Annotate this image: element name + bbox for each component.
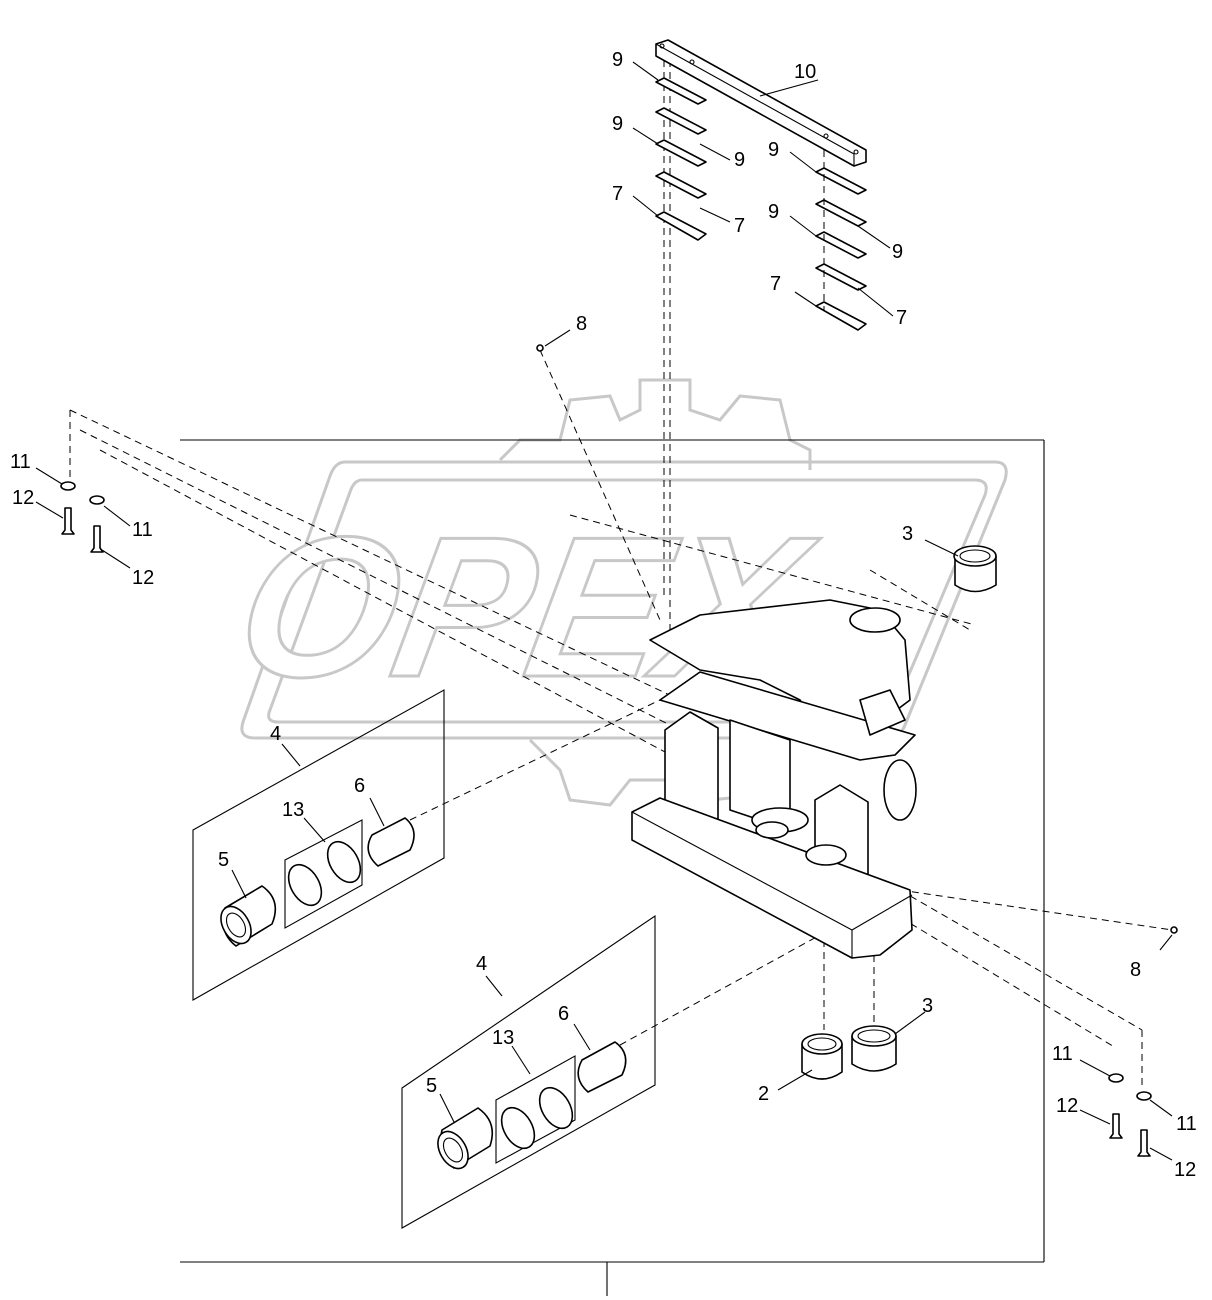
fasteners-right: [1108, 1073, 1152, 1157]
callout-12: 12: [1174, 1159, 1196, 1181]
callout-9: 9: [612, 49, 623, 71]
callout-11: 11: [1052, 1043, 1073, 1065]
callout-labels: 10 9 9 9 9 9 9 7 7 7 7 8 8 3 3 2 4 4 13 …: [10, 49, 1197, 1181]
assembly-lines: [69, 60, 1173, 1090]
callout-4: 4: [270, 723, 281, 745]
kit-4-upper: [192, 689, 445, 1001]
callout-3: 3: [922, 995, 933, 1017]
bushing-3-lower: [851, 1025, 897, 1072]
shim-assembly: [655, 39, 867, 331]
callout-9: 9: [768, 201, 779, 223]
callout-7: 7: [734, 215, 745, 237]
kit-4-lower: [401, 914, 656, 1229]
grease-nipples: [536, 344, 1178, 934]
callout-9: 9: [734, 149, 745, 171]
callout-10: 10: [794, 61, 816, 83]
callout-6: 6: [354, 775, 365, 797]
bushing-3-upper: [953, 545, 997, 593]
shim-stack-right: [815, 167, 867, 331]
callout-12: 12: [12, 487, 34, 509]
main-frame: [631, 599, 917, 959]
callout-8: 8: [1130, 959, 1141, 981]
callout-5: 5: [426, 1075, 437, 1097]
callout-9: 9: [768, 139, 779, 161]
callout-11: 11: [132, 519, 153, 541]
callout-8: 8: [576, 313, 587, 335]
callout-5: 5: [218, 849, 229, 871]
callout-2: 2: [758, 1083, 769, 1105]
callout-12: 12: [132, 567, 154, 589]
frame-lines: [180, 439, 1045, 1296]
leader-lines: [35, 61, 1173, 1161]
watermark-gear-outline: [498, 378, 812, 470]
shim-stack-left: [655, 77, 707, 241]
callout-6: 6: [558, 1003, 569, 1025]
callout-13: 13: [492, 1027, 514, 1049]
callout-3: 3: [902, 523, 913, 545]
callout-7: 7: [612, 183, 623, 205]
callout-7: 7: [770, 273, 781, 295]
watermark-gear-lower: [528, 738, 762, 807]
callout-11: 11: [10, 451, 31, 473]
bar-10: [655, 39, 867, 167]
callout-4: 4: [476, 953, 487, 975]
callout-12: 12: [1056, 1095, 1078, 1117]
base-plate: [631, 797, 913, 959]
callout-13: 13: [282, 799, 304, 821]
callout-11: 11: [1176, 1113, 1197, 1135]
callout-7: 7: [896, 307, 907, 329]
upper-rail: [659, 671, 916, 761]
callout-9: 9: [612, 113, 623, 135]
callout-9: 9: [892, 241, 903, 263]
fasteners-left: [60, 481, 105, 553]
